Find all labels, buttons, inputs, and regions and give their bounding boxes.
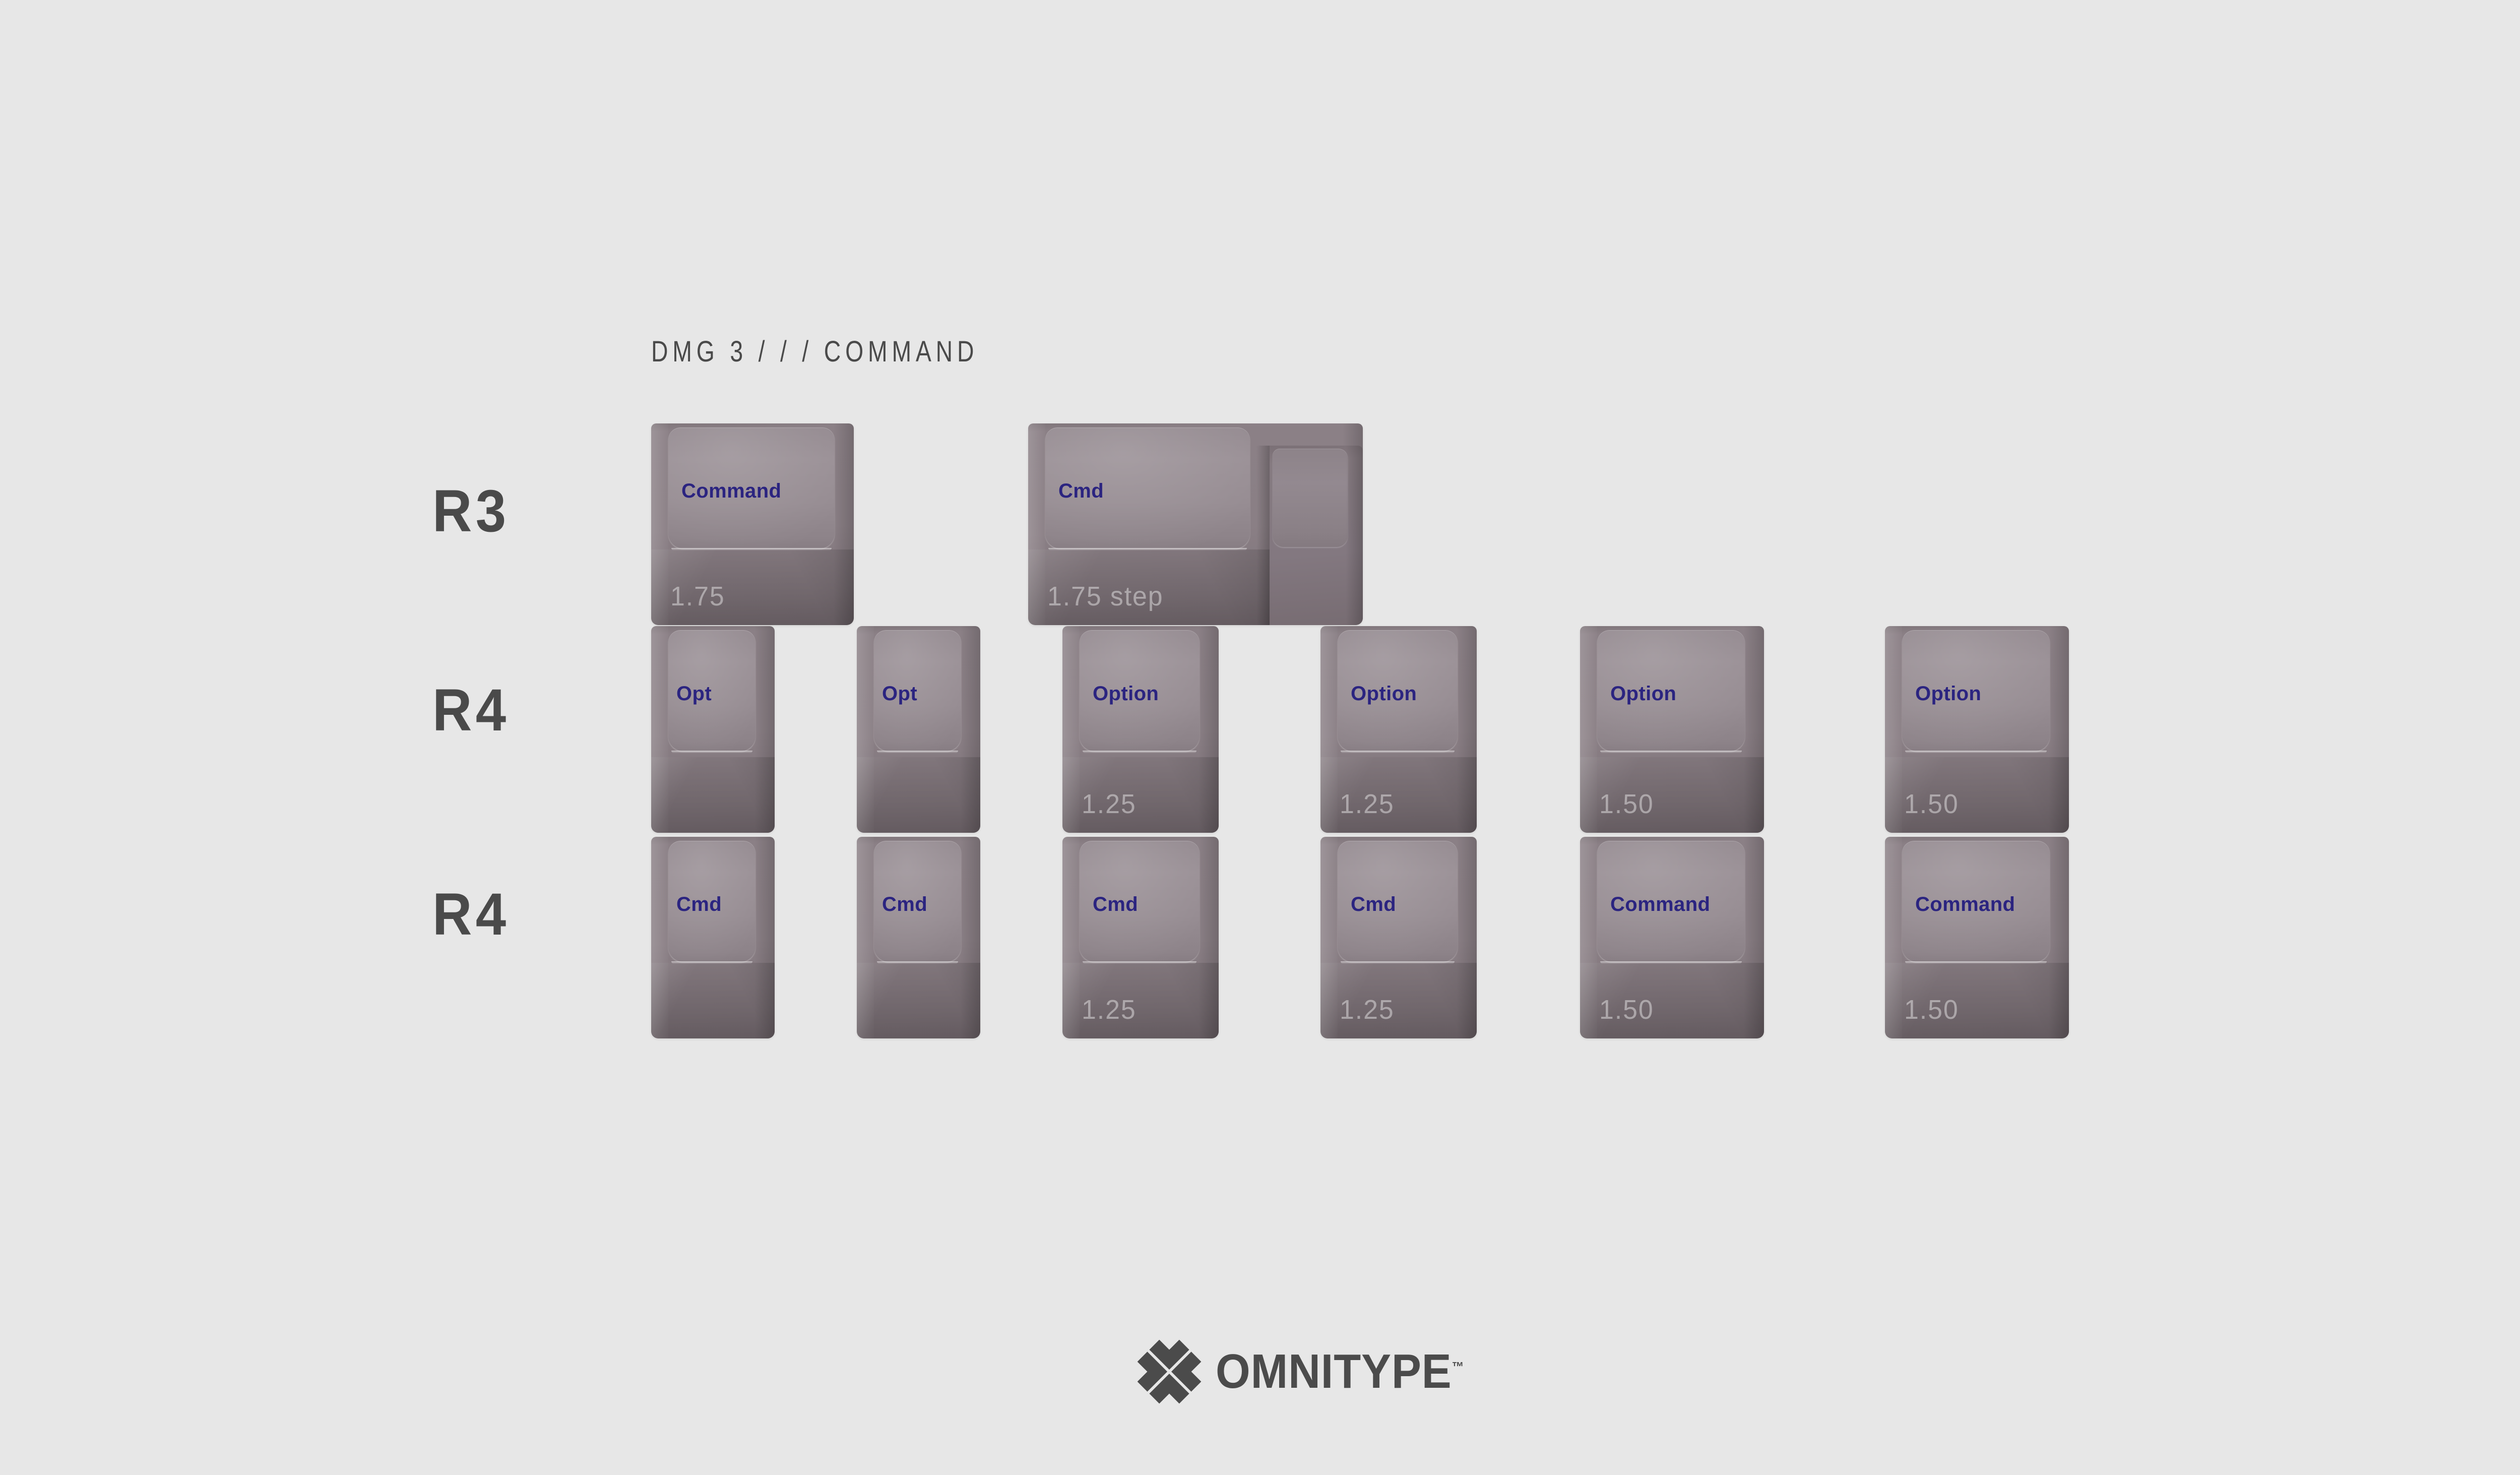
keycap-legend: Cmd (1058, 480, 1104, 502)
footer-branding: OMNITYPE™ (0, 1338, 2520, 1405)
keycap-size-label: 1.50 (1599, 789, 1654, 819)
omnitype-wordmark-text: OMNITYPE (1215, 1344, 1452, 1398)
keycap-top-surface (1338, 841, 1458, 964)
keycap-r4-opt-1u-a[interactable]: Opt (651, 626, 775, 833)
keycap-front-skirt (1580, 757, 1764, 833)
keycap-legend: Cmd (676, 893, 722, 915)
keycap-top-surface (1045, 427, 1250, 550)
keycap-size-label: 1.25 (1082, 789, 1137, 819)
keycap-front-skirt (651, 549, 854, 625)
keycap-top-surface (1597, 630, 1745, 753)
keycap-front-skirt (651, 757, 775, 833)
keycap-r4-cmd-125-b[interactable]: Cmd 1.25 (1320, 837, 1477, 1038)
keycap-r4-cmd-1u-b[interactable]: Cmd (857, 837, 980, 1038)
trademark-symbol: ™ (1452, 1359, 1464, 1374)
keycap-size-label: 1.75 (670, 581, 725, 611)
keycap-front-skirt (1320, 963, 1477, 1038)
keycap-r4-option-150-a[interactable]: Option 1.50 (1580, 626, 1764, 833)
row-label-r3: R3 (432, 478, 510, 544)
keycap-top-surface (1080, 841, 1200, 964)
keycap-step-shadow (1256, 446, 1270, 625)
keycap-size-label: 1.50 (1904, 789, 1959, 819)
keycap-front-skirt (1885, 963, 2069, 1038)
keycap-top-surface (874, 841, 961, 964)
keycap-top-surface (668, 427, 835, 550)
keycap-legend: Command (681, 480, 782, 502)
keycap-top-surface (1902, 630, 2050, 753)
keycap-r4-command-150-b[interactable]: Command 1.50 (1885, 837, 2069, 1038)
keycap-legend: Command (1610, 893, 1711, 915)
keycap-r4-opt-1u-b[interactable]: Opt (857, 626, 980, 833)
keycap-legend: Option (1351, 683, 1417, 705)
keycap-top-surface (1597, 841, 1745, 964)
keycap-front-skirt (1580, 963, 1764, 1038)
keycap-front-skirt (1028, 549, 1270, 625)
keycap-legend: Option (1610, 683, 1677, 705)
omnitype-logo-icon (1137, 1339, 1202, 1404)
keycap-legend: Command (1915, 893, 2015, 915)
keycap-r4-cmd-1u-a[interactable]: Cmd (651, 837, 775, 1038)
keycap-legend: Cmd (1351, 893, 1397, 915)
keycap-front-skirt (857, 757, 980, 833)
keycap-size-label: 1.25 (1082, 995, 1137, 1025)
keycap-r4-option-150-b[interactable]: Option 1.50 (1885, 626, 2069, 833)
omnitype-wordmark: OMNITYPE™ (1216, 1347, 1464, 1396)
keycap-front-skirt (1885, 757, 2069, 833)
keycap-top-surface (1902, 841, 2050, 964)
keycap-front-skirt (651, 963, 775, 1038)
row-label-r4-command: R4 (432, 881, 510, 948)
keycap-top-surface (1080, 630, 1200, 753)
keycap-legend: Option (1915, 683, 1982, 705)
keycap-size-label: 1.25 (1340, 789, 1395, 819)
keycap-legend: Cmd (1093, 893, 1139, 915)
keycap-top-surface (874, 630, 961, 753)
keycap-front-skirt (1062, 963, 1219, 1038)
keycap-size-label: 1.50 (1599, 995, 1654, 1025)
keycap-r3-cmd-175-stepped[interactable]: Cmd 1.75 step (1028, 423, 1363, 625)
keycap-size-label: 1.75 step (1047, 581, 1164, 611)
keycap-stepped-section (1270, 446, 1363, 625)
row-label-r4-option: R4 (432, 677, 510, 744)
keycap-top-surface (668, 630, 755, 753)
keycap-legend: Opt (882, 683, 918, 705)
keycap-r4-option-125-a[interactable]: Option 1.25 (1062, 626, 1219, 833)
keycap-r4-command-150-a[interactable]: Command 1.50 (1580, 837, 1764, 1038)
keycap-size-label: 1.25 (1340, 995, 1395, 1025)
kit-title: DMG 3 / / / COMMAND (651, 335, 979, 368)
keycap-top-surface (668, 841, 755, 964)
keycap-front-skirt (857, 963, 980, 1038)
keycap-legend: Cmd (882, 893, 928, 915)
keycap-legend: Option (1093, 683, 1159, 705)
keycap-r4-option-125-b[interactable]: Option 1.25 (1320, 626, 1477, 833)
keycap-front-skirt (1320, 757, 1477, 833)
keycap-r4-cmd-125-a[interactable]: Cmd 1.25 (1062, 837, 1219, 1038)
keycap-r3-command-175[interactable]: Command 1.75 (651, 423, 854, 625)
keycap-legend: Opt (676, 683, 712, 705)
keycap-top-surface (1338, 630, 1458, 753)
keycap-step-top-surface (1273, 449, 1348, 547)
keycap-size-label: 1.50 (1904, 995, 1959, 1025)
keycap-front-skirt (1062, 757, 1219, 833)
